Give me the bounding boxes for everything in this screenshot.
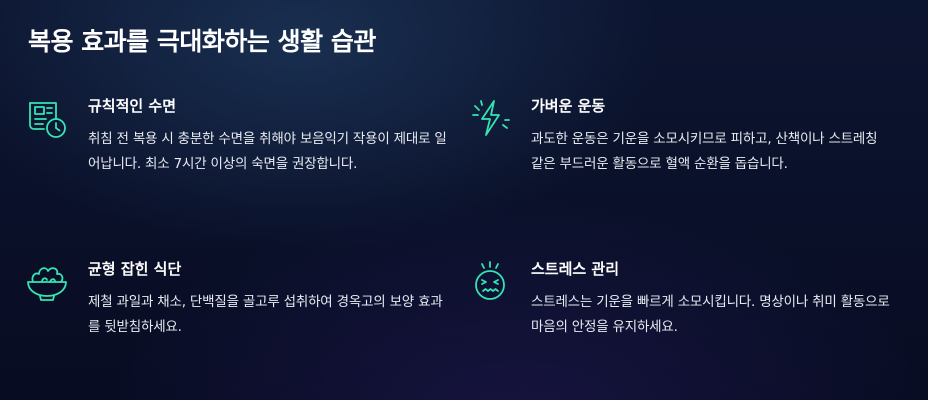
habit-description: 제철 과일과 채소, 단백질을 골고루 섭취하여 경옥고의 보양 효과를 뒷받침… <box>88 294 443 335</box>
newspaper-clock-icon <box>24 95 70 141</box>
habit-description: 취침 전 복용 시 충분한 수면을 취해야 보음익기 작용이 제대로 일어납니다… <box>88 131 447 172</box>
habit-heading: 가벼운 운동 <box>531 97 606 115</box>
habit-description: 과도한 운동은 기운을 소모시키므로 피하고, 산책이나 스트레칭 같은 부드러… <box>531 131 878 172</box>
habit-heading: 규칙적인 수면 <box>88 97 177 115</box>
stressed-face-icon <box>467 258 513 304</box>
salad-bowl-icon <box>24 258 70 304</box>
habit-heading: 균형 잡힌 식단 <box>88 260 182 278</box>
habit-heading: 스트레스 관리 <box>531 260 620 278</box>
lightning-bolt-icon <box>467 95 513 141</box>
section-title: 복용 효과를 극대화하는 생활 습관 <box>28 27 376 56</box>
habit-description: 스트레스는 기운을 빠르게 소모시킵니다. 명상이나 취미 활동으로 마음의 안… <box>531 294 890 335</box>
